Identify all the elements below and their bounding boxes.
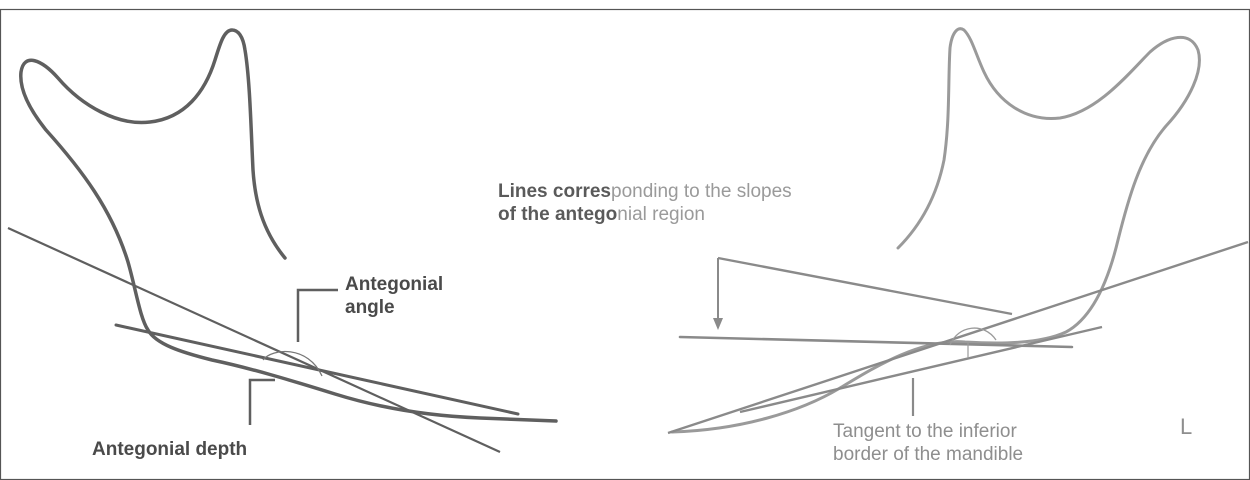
tangent-label-line1: Tangent to the inferior (833, 421, 1017, 442)
left-mandible-panel (7, 28, 558, 454)
right-slope-line-upper (717, 256, 1013, 316)
left-mandible-outline (19, 28, 558, 423)
right-horizontal-slope-line (678, 335, 1074, 349)
figure-frame (0, 8, 1250, 480)
slopes-label-line1: Lines corresponding to the slopes (498, 181, 792, 204)
slopes-label-line2: of the antegonial region (498, 204, 792, 227)
slopes-label: Lines corresponding to the slopes of the… (498, 181, 792, 227)
right-angle-arc (949, 327, 997, 346)
side-letter-label: L (1180, 414, 1193, 439)
slopes-label-line2-bold: of the antego (498, 203, 618, 225)
antegonial-angle-label: Antegonial angle (345, 274, 443, 320)
antegonial-angle-line2: angle (345, 296, 395, 318)
right-mandible-panel (667, 27, 1249, 435)
slopes-label-line2-light: nial region (617, 203, 705, 225)
antegonial-depth-label: Antegonial depth (92, 439, 248, 460)
left-slope-line (114, 323, 520, 416)
left-angle-pointer (296, 288, 338, 342)
right-slope-line-long (739, 325, 1103, 414)
slopes-label-line1-light: ponding to the slopes (611, 181, 792, 202)
right-mandible-outline (670, 27, 1201, 434)
right-slopes-arrowhead (713, 318, 723, 330)
slopes-label-line1-bold: Lines corres (498, 181, 611, 202)
tangent-label: Tangent to the inferior border of the ma… (833, 421, 1023, 467)
left-depth-pointer (248, 378, 275, 425)
antegonial-angle-line1: Antegonial (345, 274, 444, 295)
tangent-label-line2: border of the mandible (833, 443, 1024, 465)
left-long-tangent-line (7, 226, 501, 454)
right-tangent-line (667, 240, 1249, 435)
left-angle-arc (262, 350, 323, 377)
